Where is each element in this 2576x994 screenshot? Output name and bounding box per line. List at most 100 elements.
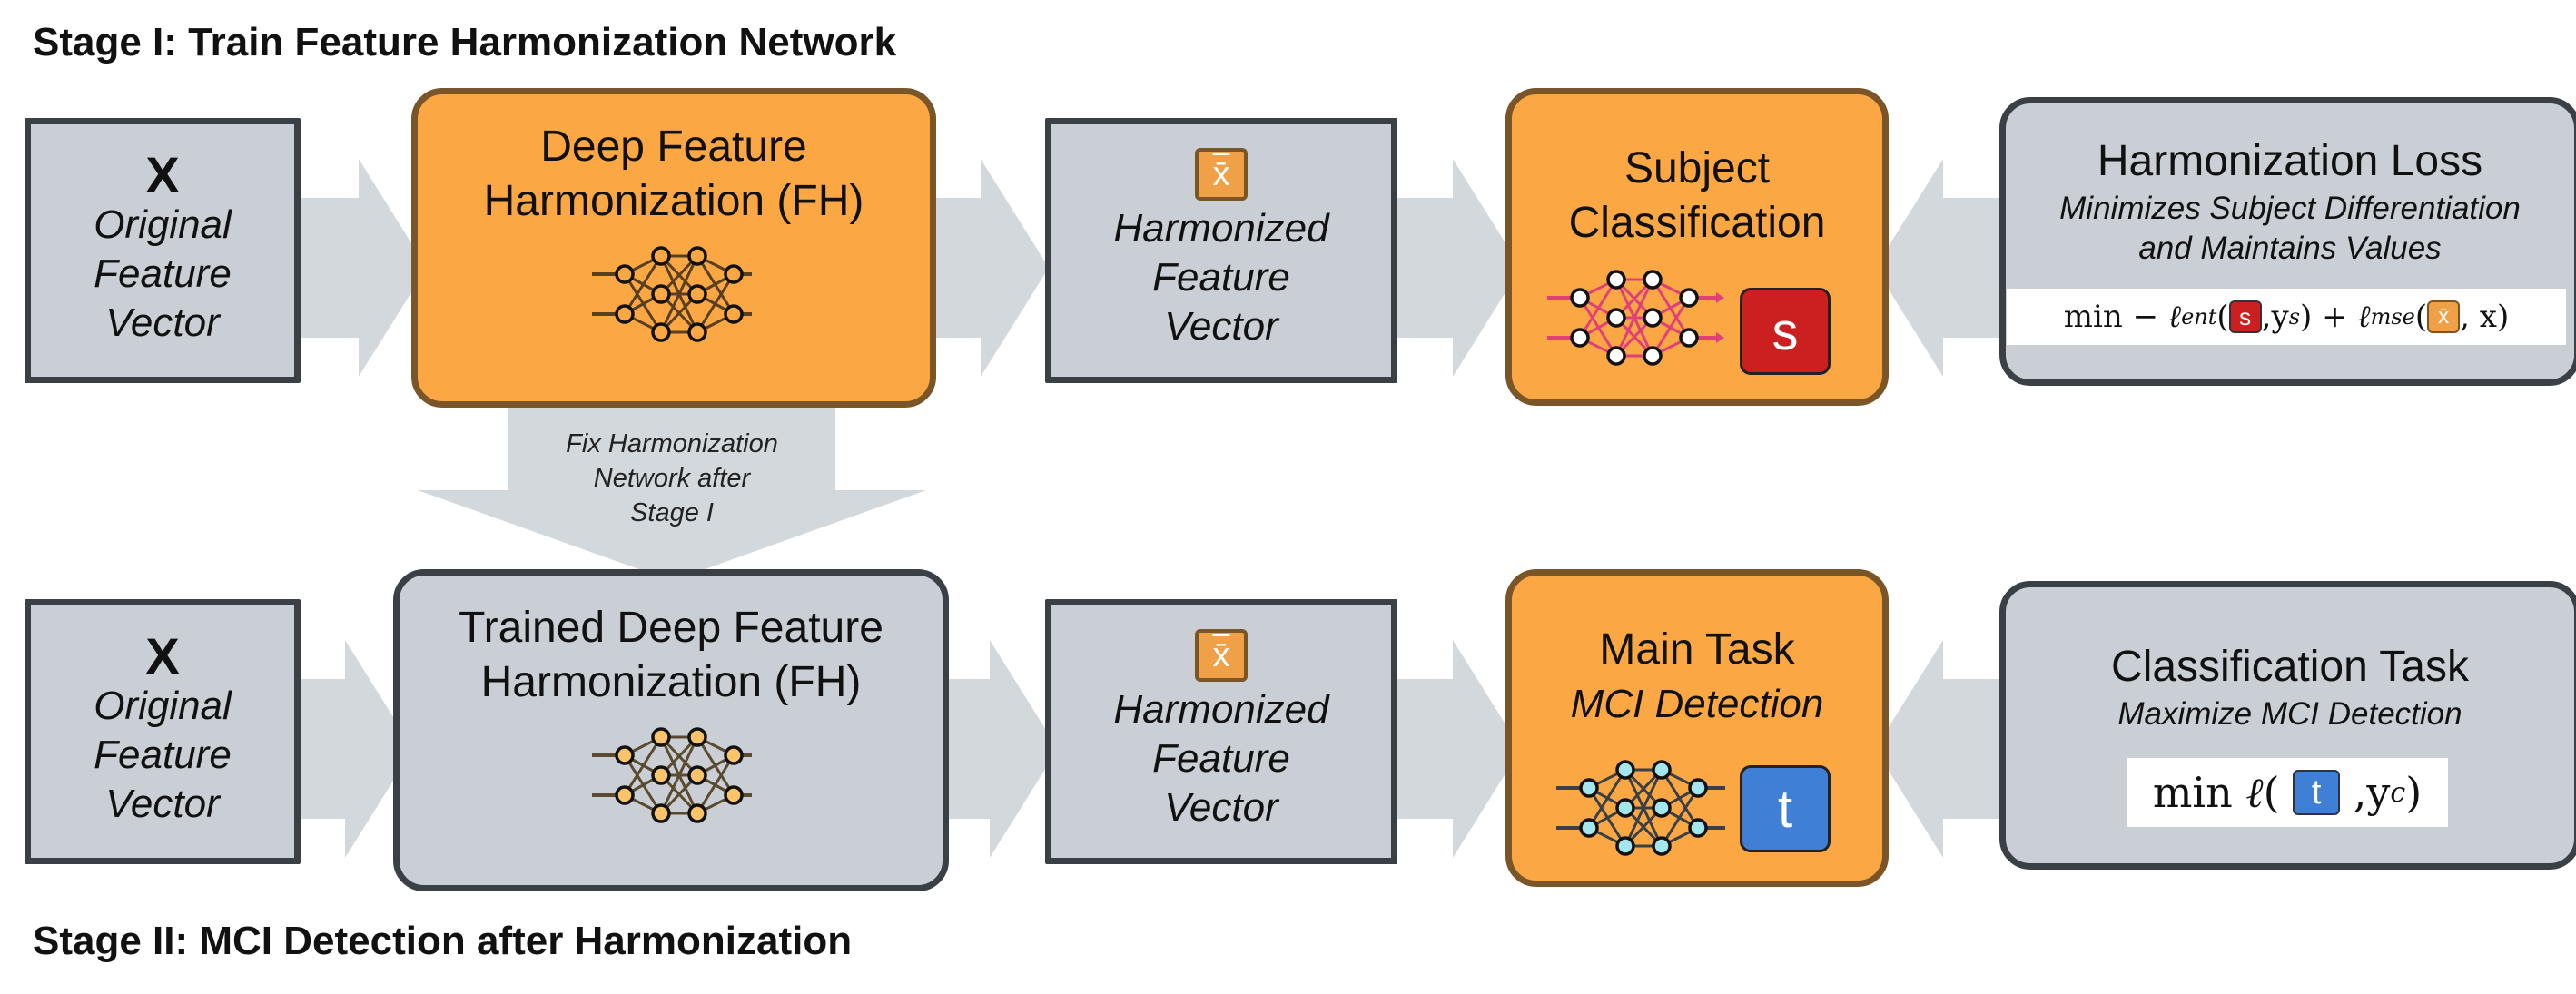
stage1-input-box: X Original Feature Vector [25, 118, 301, 383]
net-edge [623, 736, 663, 796]
net-node [724, 304, 744, 324]
input-label-line: Original [94, 684, 232, 728]
formula-s-subscript: s [2288, 304, 2301, 330]
formula-ell: ℓ [2167, 299, 2182, 335]
net-edge [1578, 279, 1618, 339]
classification-subtitle: Maximize MCI Detection [2117, 696, 2462, 732]
fix-network-note: Fix Harmonization Network after Stage I [508, 427, 835, 530]
formula-c-subscript: c [2390, 776, 2406, 809]
fix-note-line: Fix Harmonization [566, 429, 778, 458]
net-node [687, 246, 707, 266]
net-node [724, 745, 744, 765]
input-label-line: Vector [105, 782, 220, 826]
net-node [687, 803, 707, 823]
net-node [615, 264, 635, 284]
fix-note-line: Stage I [630, 498, 714, 527]
input-symbol: X [145, 146, 180, 203]
loss-title: Harmonization Loss [2097, 137, 2483, 185]
net-node [1615, 836, 1635, 856]
net-edge [1651, 297, 1691, 357]
net-node [1615, 798, 1635, 818]
net-node [1615, 760, 1635, 780]
net-node [1579, 778, 1599, 798]
neural-network-icon [592, 727, 752, 823]
stage2-title: Stage II: MCI Detection after Harmonizat… [33, 919, 853, 963]
harmonized-vector-icon: x̄ [1195, 629, 1248, 682]
net-output-arrowhead [1716, 332, 1724, 343]
input-label-line: Feature [94, 733, 232, 777]
net-node [1679, 288, 1699, 308]
net-node [651, 765, 671, 785]
net-edge [659, 736, 699, 814]
net-node [687, 765, 707, 785]
subject-title-line: Subject [1624, 144, 1771, 192]
net-node [1579, 818, 1599, 838]
harmonized-vector-icon: x̄ [1195, 148, 1248, 201]
input-label-line: Feature [94, 251, 232, 296]
harmonized-label-line: Harmonized [1113, 206, 1329, 251]
net-node [687, 284, 707, 304]
net-node [1606, 346, 1626, 366]
task-label-icon: t [1740, 765, 1831, 852]
formula-harmonized-chip: x̄ [2427, 300, 2461, 333]
harmonized-label-line: Vector [1164, 785, 1278, 830]
formula-min: min [2152, 768, 2233, 817]
harmonized-label-line: Feature [1152, 255, 1290, 300]
stage1-fh-box: Deep Feature Harmonization (FH) [411, 88, 936, 408]
formula-ell: ℓ [2245, 768, 2264, 817]
net-node [615, 304, 635, 324]
net-node [1643, 346, 1663, 366]
net-node [1679, 328, 1699, 348]
net-node [1652, 798, 1672, 818]
arrow-fh-to-harmonized [926, 159, 1049, 377]
subject-label-icon: s [1740, 288, 1831, 375]
net-node [1643, 308, 1663, 328]
formula-task-chip: t [2293, 770, 2341, 815]
net-node [651, 803, 671, 823]
net-node [1570, 288, 1590, 308]
net-edge [696, 273, 735, 333]
formula-subject-chip: s [2228, 300, 2262, 333]
subject-title-line: Classification [1568, 199, 1826, 247]
stage2-harmonized-box: x̄ Harmonized Feature Vector [1045, 599, 1397, 864]
net-node [1652, 760, 1672, 780]
arrow-fh2-to-harmonized2 [940, 640, 1058, 858]
harmonized-label-line: Vector [1164, 304, 1278, 349]
fix-note-line: Network after [593, 464, 751, 493]
loss-subtitle-line: and Maintains Values [2138, 231, 2442, 266]
neural-network-icon [1547, 270, 1724, 366]
arrow-input2-to-fh2 [291, 640, 413, 858]
input-label-line: Vector [105, 300, 220, 345]
net-edge [1660, 787, 1700, 847]
fh-title-line: Trained Deep Feature [459, 604, 883, 652]
net-node [724, 264, 744, 284]
formula-y: y [2366, 768, 2391, 817]
arrow-classification-to-main [1875, 640, 2011, 858]
formula-mse-subscript: mse [2370, 304, 2415, 330]
net-node [1606, 308, 1626, 328]
net-edge [1614, 279, 1654, 357]
arrow-loss-to-subject [1875, 159, 2011, 377]
net-edge [696, 754, 735, 814]
main-task-title: Main Task [1599, 625, 1795, 674]
main-task-subtitle: MCI Detection [1570, 682, 1824, 726]
formula-ell: ℓ [2357, 299, 2371, 335]
stage1-harmonized-box: x̄ Harmonized Feature Vector [1045, 118, 1397, 383]
net-node [615, 785, 635, 805]
harmonized-label-line: Harmonized [1113, 687, 1329, 732]
net-node [651, 246, 671, 266]
net-node [615, 745, 635, 765]
net-node [1652, 836, 1672, 856]
net-edge [1587, 769, 1627, 829]
net-node [1606, 270, 1626, 290]
fh-title-line: Deep Feature [540, 123, 807, 171]
net-node [1643, 270, 1663, 290]
net-output-arrowhead [1716, 292, 1724, 303]
formula-plus: + [2322, 299, 2348, 335]
net-node [651, 322, 671, 342]
net-node [1570, 328, 1590, 348]
input-symbol: X [145, 627, 180, 684]
net-node [724, 785, 744, 805]
formula-y: y [2271, 299, 2289, 335]
